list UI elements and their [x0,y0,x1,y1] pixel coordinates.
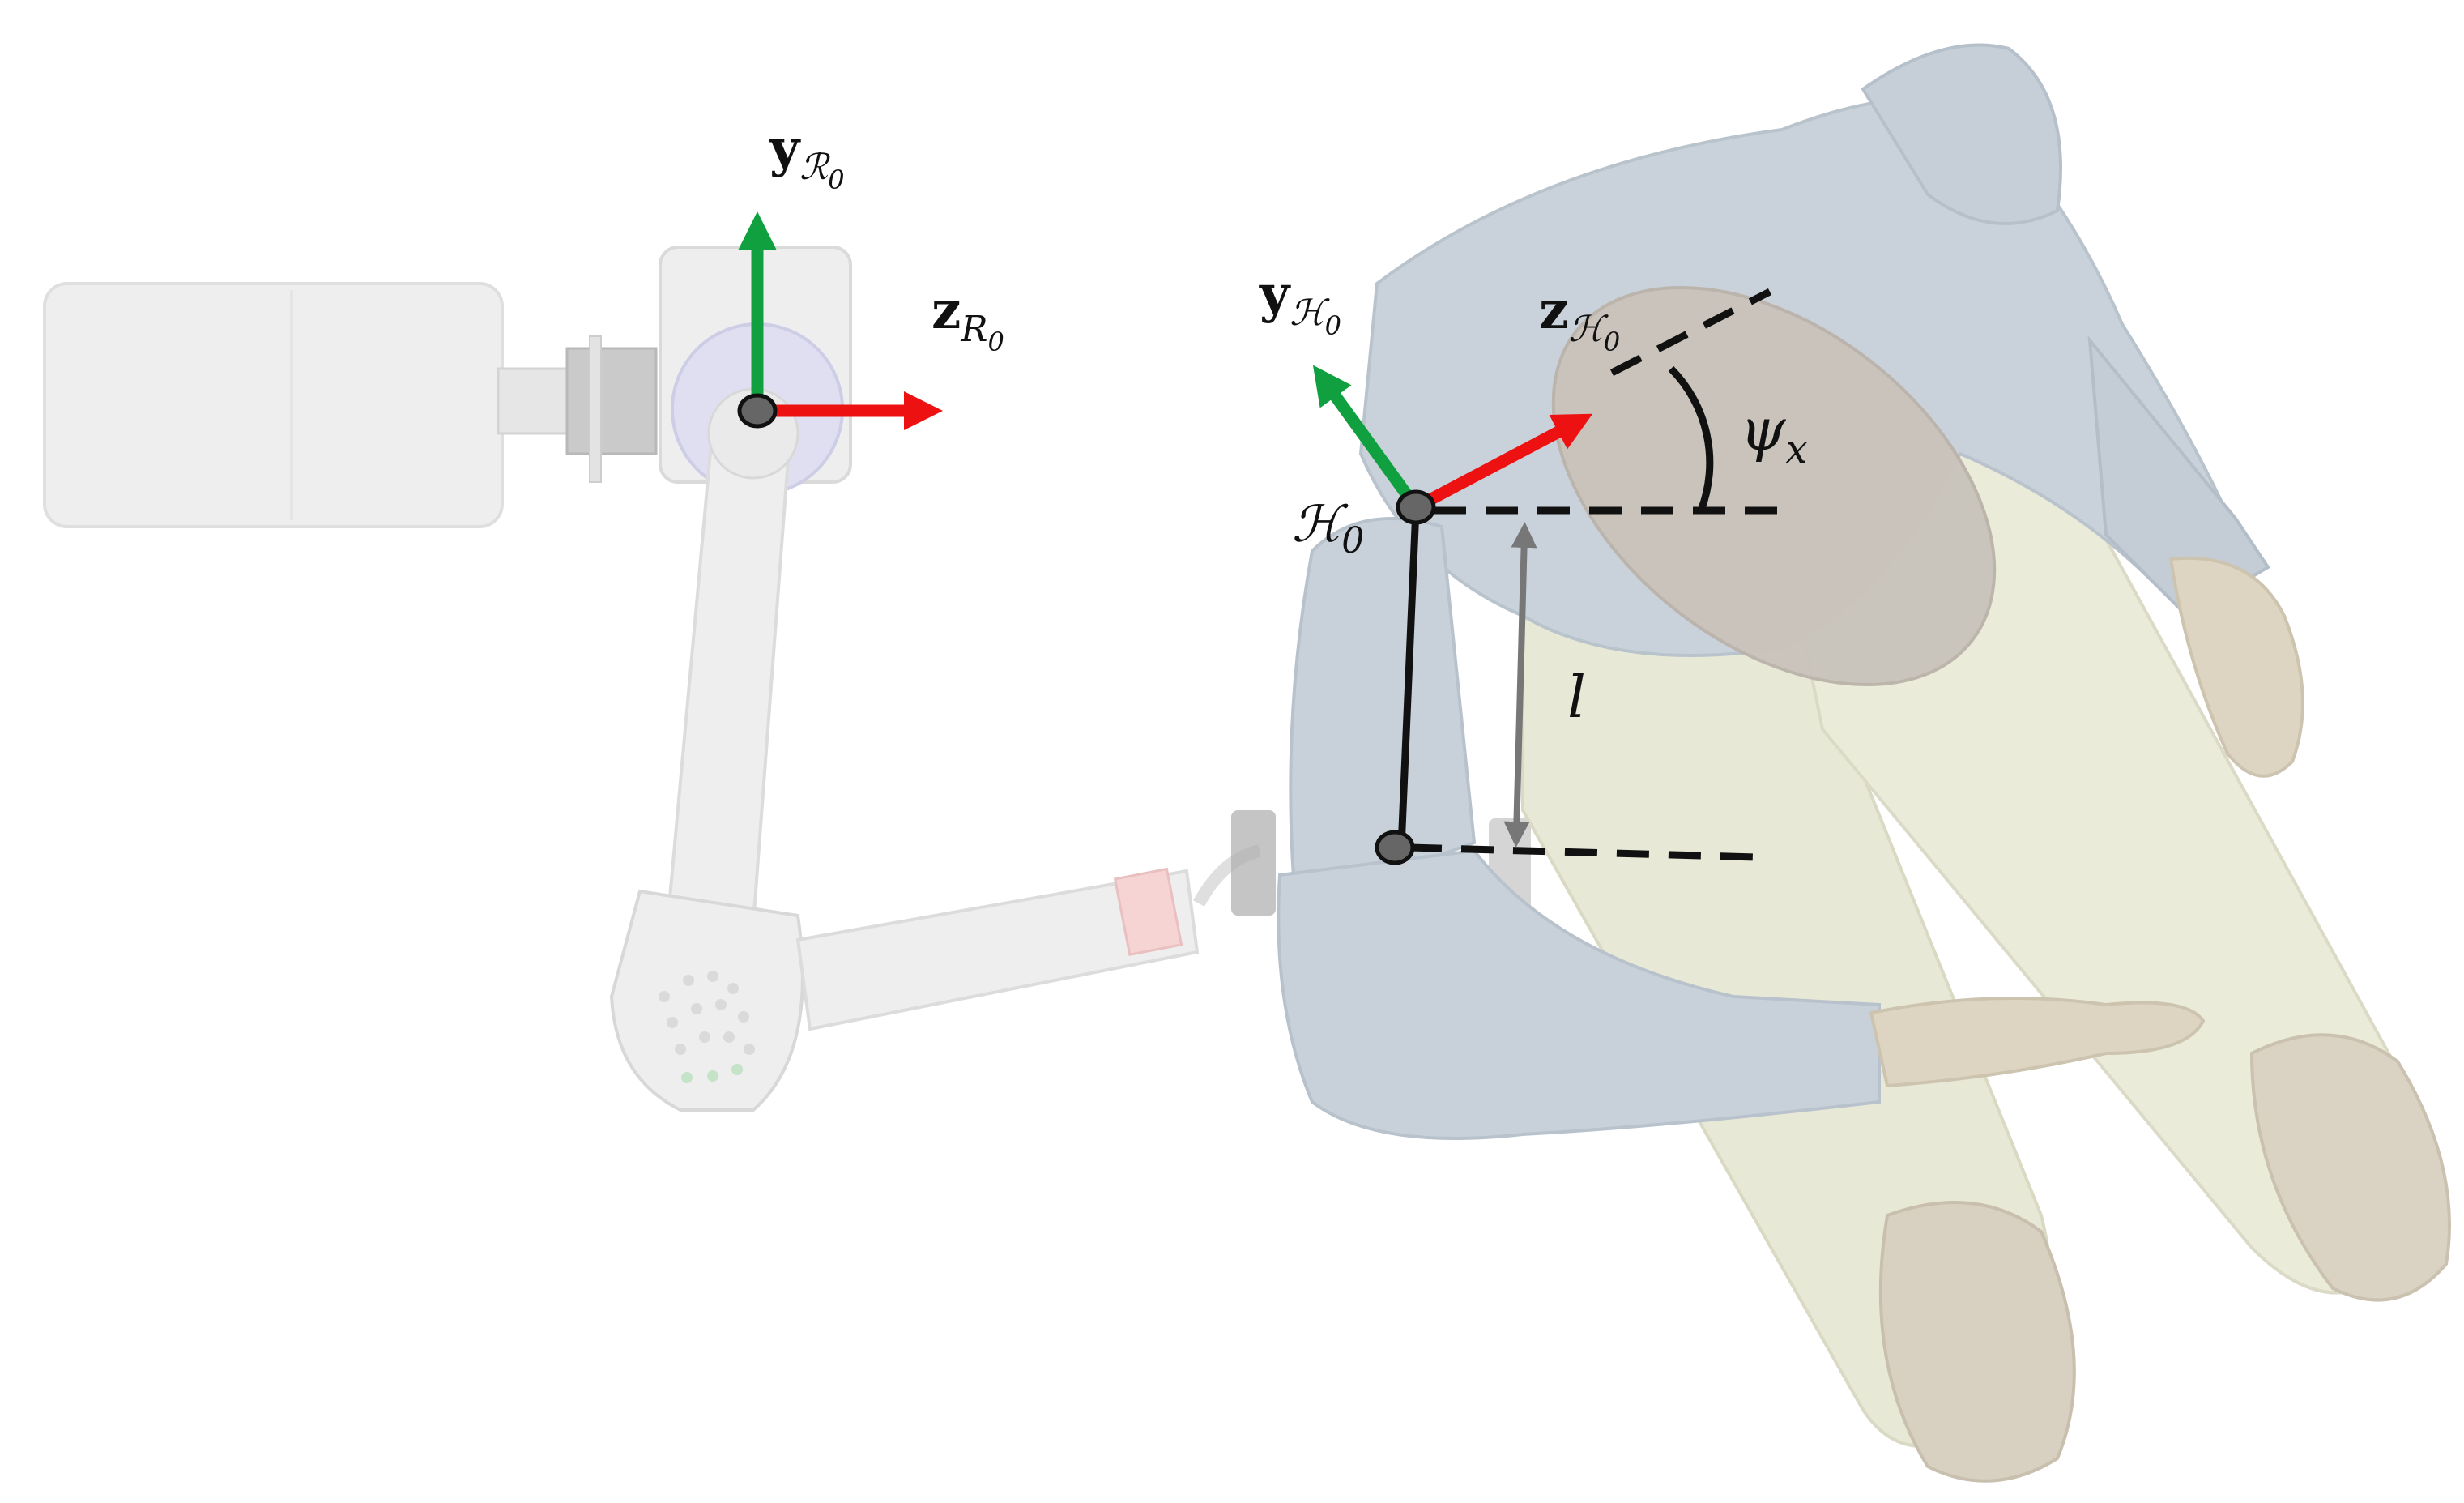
human-foot-right [2249,1033,2451,1302]
human-hands [1869,997,2206,1088]
robot-elbow [609,889,804,1112]
robot-cuff [1231,810,1276,916]
robot-y-label: yℛ0 [769,118,845,195]
human-forearm-left [1277,848,1881,1140]
robot-base [43,282,504,528]
robot-z-label: zR0 [931,280,1004,357]
human-hand-right [2168,556,2304,778]
human-model-illustration [1277,43,2451,1483]
z-axis-extension-line [1609,288,1772,377]
human-z-label: zℋ0 [1539,280,1620,357]
human-y-label: yℋ0 [1259,264,1341,341]
robot-arm-illustration [43,246,1531,1112]
angle-arc [1668,365,1714,512]
length-label: l [1567,663,1586,731]
robot-upper-link [666,423,792,926]
human-y-axis [1312,365,1422,511]
human-foot-left [1878,1201,2076,1483]
link-segment [1397,508,1420,848]
robot-frame-origin [737,393,778,429]
offset-arrow-l [1503,522,1537,848]
human-head-disk [1551,285,1997,687]
human-z-axis [1413,413,1593,513]
human-frame-origin [1396,489,1436,525]
lower-reference-line [1409,843,1758,861]
human-origin-label: ℋ0 [1292,494,1364,561]
lower-joint-marker [1375,830,1415,865]
angle-label: ψx [1740,395,1808,472]
robot-frame: yℛ0 zR0 [737,118,1004,431]
robot-forearm [795,869,1200,1031]
human-frame: yℋ0 zℋ0 ℋ0 ψx l [1259,264,1808,865]
